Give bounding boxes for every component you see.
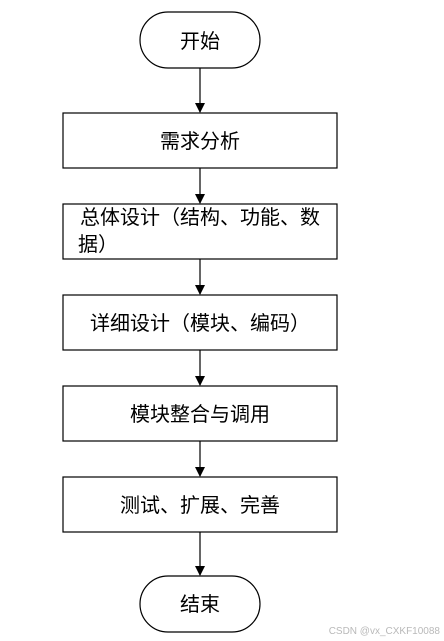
- process-box-requirements: [62, 112, 338, 169]
- process-box-integration: [62, 385, 338, 442]
- end-terminator: [139, 575, 261, 633]
- process-label-overall-design-line2: 据）: [78, 232, 118, 256]
- process-label-integration: 模块整合与调用: [130, 402, 270, 426]
- process-label-detailed-design: 详细设计（模块、编码）: [90, 311, 310, 335]
- process-box-testing: [62, 476, 338, 533]
- watermark: CSDN @vx_CXKF10088: [328, 626, 440, 637]
- process-box-detailed-design: [62, 294, 338, 351]
- process-label-testing: 测试、扩展、完善: [120, 493, 280, 517]
- end-label: 结束: [180, 592, 220, 616]
- start-label: 开始: [180, 29, 220, 53]
- process-label-overall-design-line1: 总体设计（结构、功能、数: [80, 205, 320, 229]
- process-label-requirements: 需求分析: [160, 129, 240, 153]
